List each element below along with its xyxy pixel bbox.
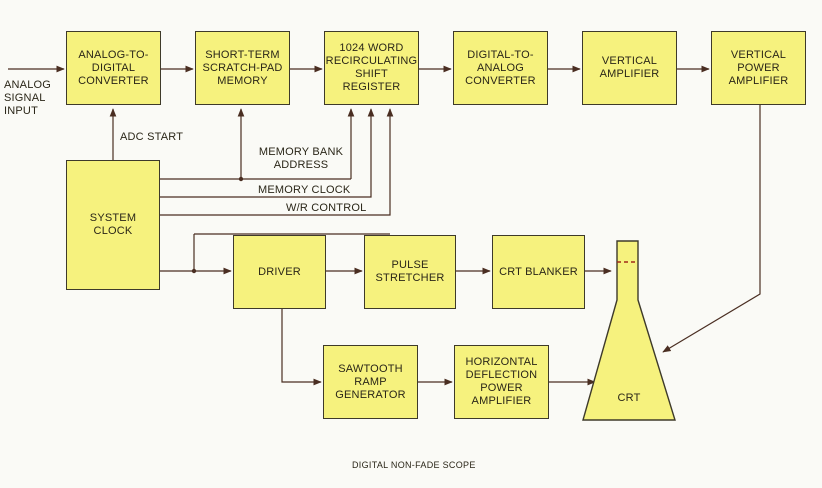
scratch-pad-memory-block: SHORT-TERM SCRATCH-PAD MEMORY xyxy=(195,31,290,105)
shift-register-block: 1024 WORD RECIRCULATING SHIFT REGISTER xyxy=(324,31,419,105)
analog-signal-input-label: ANALOG SIGNAL INPUT xyxy=(4,79,52,117)
vertical-amplifier-block: VERTICAL AMPLIFIER xyxy=(582,31,677,105)
pulse-stretcher-block: PULSE STRETCHER xyxy=(364,235,456,309)
memory-clock-arrow xyxy=(160,108,375,198)
driver-block: DRIVER xyxy=(233,235,326,309)
dac-block: DIGITAL-TO- ANALOG CONVERTER xyxy=(453,31,548,105)
figure-caption: DIGITAL NON-FADE SCOPE xyxy=(352,460,476,470)
wr-control-label: W/R CONTROL xyxy=(286,202,367,214)
memory-clock-label: MEMORY CLOCK xyxy=(258,184,351,196)
junction-dot xyxy=(191,268,197,274)
memory-bank-arrow xyxy=(160,108,245,180)
vpower-to-crt-arrow xyxy=(662,105,761,353)
crt-tube xyxy=(582,240,676,421)
horizontal-deflection-amplifier-block: HORIZONTAL DEFLECTION POWER AMPLIFIER xyxy=(454,345,549,419)
vertical-power-amplifier-block: VERTICAL POWER AMPLIFIER xyxy=(711,31,806,105)
memory-bank-address-label: MEMORY BANK ADDRESS xyxy=(258,146,344,171)
wr-control-arrow xyxy=(160,108,394,216)
sawtooth-ramp-generator-block: SAWTOOTH RAMP GENERATOR xyxy=(323,345,418,419)
driver-to-sawtooth-arrow xyxy=(281,309,322,386)
crt-blanker-block: CRT BLANKER xyxy=(492,235,585,309)
adc-start-label: ADC START xyxy=(120,131,184,143)
adc-block: ANALOG-TO- DIGITAL CONVERTER xyxy=(66,31,161,105)
crt-label: CRT xyxy=(617,392,641,404)
junction-dot xyxy=(238,176,244,182)
system-clock-block: SYSTEM CLOCK xyxy=(66,160,160,290)
